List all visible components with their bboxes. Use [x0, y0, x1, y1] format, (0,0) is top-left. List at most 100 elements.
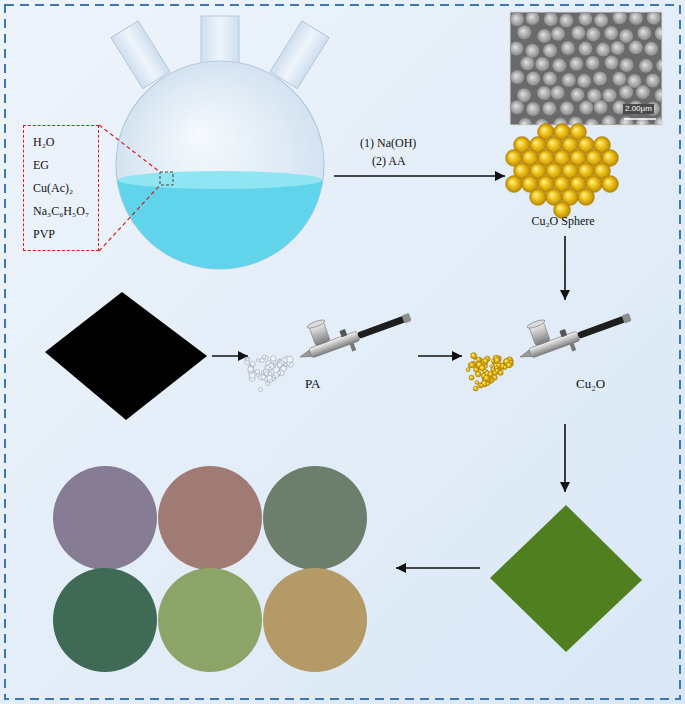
sem-particle — [646, 73, 660, 87]
reagent-label: Cu(Ac)₂ — [33, 181, 89, 195]
spray-particle — [491, 368, 495, 372]
illustration-part — [270, 21, 329, 89]
spray-particle — [481, 359, 488, 366]
illustration-part — [510, 12, 662, 125]
spray-particle — [267, 375, 272, 380]
spray-particle — [256, 373, 259, 376]
spray-particle — [495, 368, 499, 372]
sem-particle — [569, 57, 583, 71]
sem-particle — [636, 85, 650, 99]
illustration-part — [111, 21, 170, 89]
sem-particle — [654, 117, 662, 125]
reagent-flask: H₂OEGCu(Ac)₂Na₃C₆H₅O₇PVP — [20, 22, 334, 272]
airbrush — [510, 291, 634, 369]
sem-particle — [619, 29, 633, 43]
sem-particle — [543, 44, 557, 58]
sem-particle — [637, 26, 651, 40]
sem-particle — [577, 74, 591, 88]
illustration-part — [506, 124, 619, 219]
sem-particle — [551, 27, 565, 41]
airbrush-cu2o: Cu₂O — [462, 300, 648, 412]
flask-neck — [270, 21, 329, 89]
cu2o-sphere — [506, 176, 523, 193]
spray-particle — [476, 357, 481, 362]
sem-particle — [611, 41, 625, 55]
sem-particle — [620, 58, 634, 72]
reagent-label: H₂O — [33, 135, 89, 149]
spray-particle — [490, 365, 493, 368]
fabric-sample — [263, 568, 367, 672]
sem-particle — [510, 12, 524, 26]
fabric-sample — [158, 568, 262, 672]
scale-label: 2.00μm — [623, 104, 654, 114]
sem-particle — [537, 29, 551, 43]
spray-particle — [469, 375, 474, 380]
reagent-label: EG — [33, 158, 89, 172]
sem-particle — [552, 58, 566, 72]
sem-particle — [535, 57, 549, 71]
sem-particle — [510, 41, 523, 55]
spray-label: Cu₂O — [576, 376, 605, 392]
cu2o-sphere — [602, 176, 619, 193]
airbrush — [290, 291, 414, 369]
fabric-sample — [53, 568, 157, 672]
illustration-part — [99, 125, 160, 251]
spray-particle — [264, 372, 268, 376]
sem-particle — [517, 88, 531, 102]
sem-image — [510, 12, 662, 125]
airbrush-pa: PA — [250, 300, 418, 412]
spray-particle — [284, 363, 287, 366]
spray-particle — [259, 387, 263, 391]
spray-particle — [246, 358, 249, 361]
cu2o-sphere-product: 2.00μmCu₂O Sphere — [505, 8, 667, 236]
spray-particle — [273, 375, 276, 378]
spray-particle — [491, 368, 495, 372]
cu2o-sphere — [578, 189, 595, 206]
process-arrow — [334, 175, 505, 177]
sem-particle — [561, 41, 575, 55]
illustration-part — [466, 353, 514, 391]
zoom-line — [99, 125, 160, 172]
spray-particle — [506, 362, 512, 368]
sem-particle — [619, 85, 633, 99]
scale-bar — [624, 118, 656, 120]
flask-neck — [111, 21, 170, 89]
flask-liquid — [110, 180, 330, 280]
sem-particle — [562, 73, 576, 87]
sem-particle — [520, 56, 534, 70]
spray-particle — [475, 380, 479, 384]
zoom-line — [99, 185, 160, 251]
spray-particle — [466, 367, 470, 371]
sem-particle — [537, 86, 551, 100]
process-arrow — [212, 355, 248, 357]
sem-particle — [578, 12, 592, 26]
sem-particle — [586, 27, 600, 41]
sem-particle — [612, 72, 626, 86]
sem-particle — [526, 71, 540, 85]
spray-particle — [266, 382, 270, 386]
spray-particle — [260, 358, 264, 362]
spray-particle — [271, 356, 277, 362]
flask — [110, 16, 330, 280]
sem-particle — [551, 86, 565, 100]
spray-particle — [483, 358, 488, 363]
spray-particle — [471, 353, 477, 359]
sem-particle — [619, 116, 633, 125]
sem-particle — [627, 74, 641, 88]
spray-particle — [479, 365, 485, 371]
black-substrate — [45, 292, 207, 420]
spray-particle — [277, 371, 280, 374]
spray-particle — [251, 361, 256, 366]
fabric-sample — [263, 466, 367, 570]
sem-particle — [544, 12, 558, 26]
sem-particle — [647, 12, 661, 25]
spray-particle — [497, 363, 502, 368]
sem-particle — [543, 72, 557, 86]
liquid-surface — [118, 171, 322, 189]
sem-particle — [594, 13, 608, 27]
spray-particle — [469, 362, 475, 368]
sem-particle — [655, 88, 662, 102]
sem-particle — [559, 14, 573, 28]
reagent-step-label: (2) AA — [372, 154, 406, 168]
